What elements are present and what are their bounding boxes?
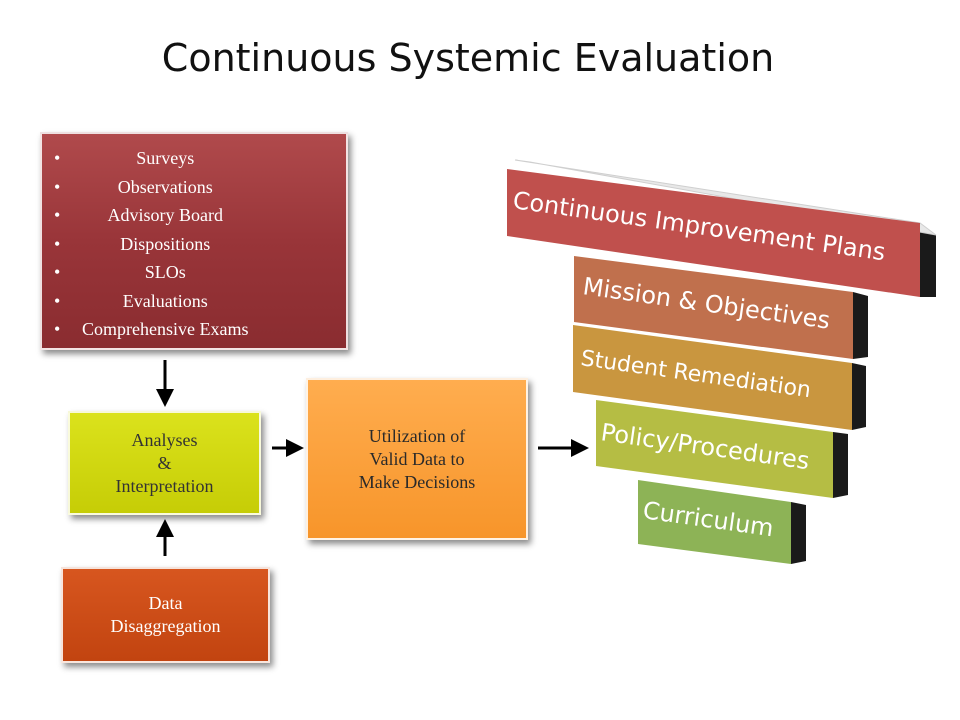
page-title: Continuous Systemic Evaluation bbox=[161, 36, 775, 80]
data-sources-list: Surveys Observations Advisory Board Disp… bbox=[54, 144, 249, 344]
source-item: SLOs bbox=[54, 258, 248, 287]
data-sources-box: Surveys Observations Advisory Board Disp… bbox=[40, 132, 348, 350]
disaggregation-line: Disaggregation bbox=[110, 616, 221, 636]
analyses-line: & bbox=[157, 452, 172, 473]
stack-bar-face bbox=[573, 325, 852, 430]
disaggregation-line: Data bbox=[148, 593, 183, 613]
stack-bar-curriculum: Curriculum bbox=[638, 480, 806, 564]
source-item: Evaluations bbox=[54, 287, 248, 316]
utilization-line: Valid Data to bbox=[369, 448, 465, 469]
source-item: Advisory Board bbox=[54, 201, 248, 230]
source-item: Comprehensive Exams bbox=[54, 315, 249, 344]
stack-bar-face bbox=[574, 256, 853, 359]
stack-bar-top bbox=[514, 159, 937, 236]
stack-bar-side bbox=[920, 223, 936, 297]
data-disaggregation-box: Data Disaggregation bbox=[61, 567, 270, 663]
analyses-line: Analyses bbox=[131, 429, 198, 450]
analyses-line: Interpretation bbox=[115, 475, 214, 496]
stack-bar-policy: Policy/Procedures bbox=[596, 400, 848, 498]
stack-bar-side bbox=[852, 363, 866, 430]
stack-bar-side bbox=[833, 432, 848, 498]
stack-bar-side bbox=[853, 292, 868, 359]
stack-bar-face bbox=[507, 169, 920, 297]
utilization-line: Utilization of bbox=[368, 425, 466, 446]
source-item: Observations bbox=[54, 173, 248, 202]
utilization-box: Utilization of Valid Data to Make Decisi… bbox=[306, 378, 528, 540]
stack-bar-side bbox=[791, 502, 806, 564]
analyses-interpretation-box: Analyses & Interpretation bbox=[68, 411, 261, 515]
source-item: Surveys bbox=[54, 144, 248, 173]
stack-bar-face bbox=[638, 480, 791, 564]
utilization-line: Make Decisions bbox=[358, 471, 476, 492]
source-item: Dispositions bbox=[54, 230, 248, 259]
stack-bar-face bbox=[596, 400, 833, 498]
stack-bar-student-remediation: Student Remediation bbox=[573, 325, 866, 430]
